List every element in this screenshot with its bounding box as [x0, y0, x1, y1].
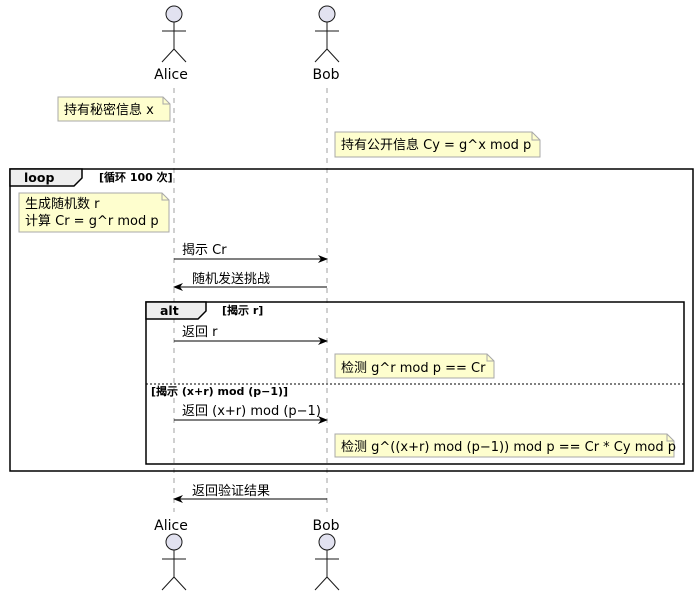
message-return-xr: 返回 (x+r) mod (p−1) — [174, 404, 328, 424]
actor-leg-icon — [326, 576, 340, 591]
actor-name: Alice — [154, 518, 188, 534]
alice-actor-bottom[interactable]: Alice — [154, 518, 188, 591]
alt-keyword: alt — [160, 303, 179, 318]
actor-leg-icon — [173, 48, 187, 63]
note-text: 检测 g^r mod p == Cr — [341, 361, 486, 376]
note-loop-random: 生成随机数 r 计算 Cr = g^r mod p — [18, 192, 170, 233]
actor-leg-icon — [314, 576, 328, 591]
note-check-r: 检测 g^r mod p == Cr — [334, 353, 495, 379]
message-random-challenge: 随机发送挑战 — [173, 271, 327, 291]
bob-actor-bottom[interactable]: Bob — [312, 518, 340, 591]
actor-head-icon — [165, 533, 183, 551]
actor-head-icon — [318, 5, 336, 23]
message-return-result: 返回验证结果 — [173, 483, 327, 503]
actor-leg-icon — [173, 576, 187, 591]
note-text: 检测 g^((x+r) mod (p−1)) mod p == Cr * Cy … — [341, 440, 676, 455]
note-bob-public: 持有公开信息 Cy = g^x mod p — [334, 131, 541, 158]
loop-keyword: loop — [24, 170, 54, 185]
note-check-xr: 检测 g^((x+r) mod (p−1)) mod p == Cr * Cy … — [334, 433, 676, 458]
actor-leg-icon — [161, 576, 175, 591]
alice-actor-top[interactable]: Alice — [154, 5, 188, 83]
loop-fragment: loop [循环 100 次] — [9, 168, 694, 472]
note-alice-secret: 持有秘密信息 x — [57, 96, 171, 122]
actor-leg-icon — [314, 48, 328, 63]
message-label: 返回 r — [182, 325, 218, 340]
loop-tag — [9, 168, 83, 187]
actor-head-icon — [165, 5, 183, 23]
note-text: 生成随机数 r — [25, 197, 100, 212]
actor-head-icon — [318, 533, 336, 551]
message-label: 返回验证结果 — [192, 483, 270, 499]
note-text: 持有公开信息 Cy = g^x mod p — [341, 137, 531, 153]
actor-name: Bob — [312, 518, 339, 534]
bob-actor-top[interactable]: Bob — [312, 5, 340, 83]
alt-condition: [揭示 r] — [222, 303, 263, 317]
message-return-r: 返回 r — [174, 325, 328, 345]
actor-name: Alice — [154, 67, 188, 83]
note-text: 持有秘密信息 x — [64, 102, 154, 118]
message-reveal-cr: 揭示 Cr — [174, 243, 328, 263]
alt-tag — [145, 301, 207, 320]
actor-leg-icon — [326, 48, 340, 63]
actor-name: Bob — [312, 67, 339, 83]
alt-else-condition: [揭示 (x+r) mod (p−1)] — [151, 384, 288, 398]
alt-fragment: alt [揭示 r] [揭示 (x+r) mod (p−1)] — [145, 301, 685, 465]
loop-condition: [循环 100 次] — [99, 170, 173, 184]
message-label: 随机发送挑战 — [192, 271, 270, 287]
note-text: 计算 Cr = g^r mod p — [25, 214, 159, 229]
message-label: 返回 (x+r) mod (p−1) — [182, 404, 321, 419]
actor-leg-icon — [161, 48, 175, 63]
message-label: 揭示 Cr — [182, 243, 227, 258]
